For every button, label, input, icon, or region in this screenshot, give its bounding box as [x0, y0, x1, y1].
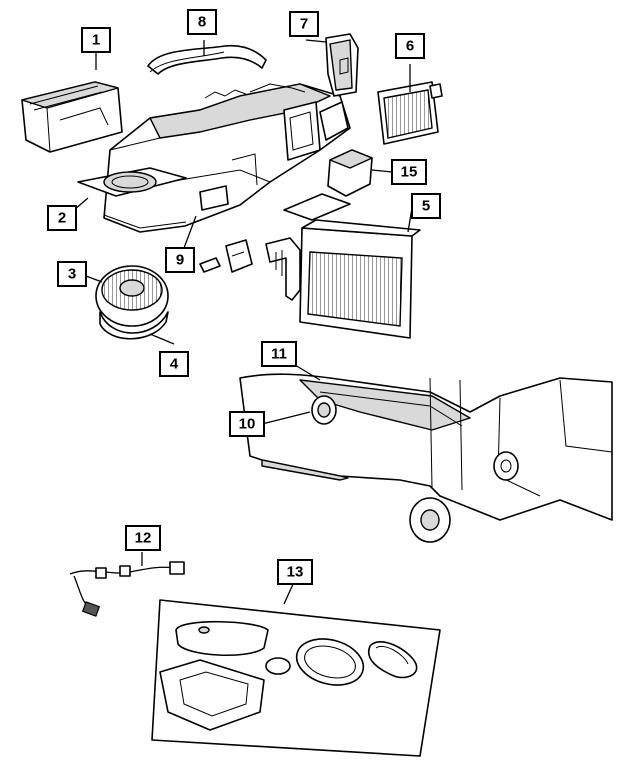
callout-4: 4 — [159, 351, 189, 377]
svg-text:15: 15 — [401, 164, 418, 181]
svg-text:2: 2 — [58, 210, 66, 227]
svg-text:5: 5 — [422, 198, 430, 215]
part-3-blower-motor — [95, 265, 169, 340]
svg-text:8: 8 — [198, 14, 206, 31]
leader-lines — [73, 39, 413, 605]
callout-1: 1 — [81, 27, 111, 53]
svg-text:6: 6 — [406, 38, 414, 55]
part-6-heater-core — [377, 81, 443, 145]
part-5-evaporator — [265, 219, 421, 339]
svg-text:9: 9 — [176, 252, 184, 269]
callout-13: 13 — [277, 559, 313, 585]
part-7-bracket — [325, 33, 359, 97]
part-15-seal-block — [283, 149, 373, 221]
callout-3: 3 — [57, 261, 87, 287]
callout-6: 6 — [395, 33, 425, 59]
svg-text:3: 3 — [68, 266, 76, 283]
part-12-wiring-harness — [69, 561, 185, 617]
svg-text:10: 10 — [239, 416, 256, 433]
callout-11: 11 — [261, 341, 297, 367]
part-8-seal-strip — [147, 44, 267, 75]
part-hvac-housing — [77, 83, 351, 233]
callout-9: 9 — [165, 247, 195, 273]
installed-assembly-detail — [239, 373, 613, 543]
callout-10: 10 — [229, 411, 265, 437]
callout-2: 2 — [47, 205, 77, 231]
callout-8: 8 — [187, 9, 217, 35]
svg-text:12: 12 — [135, 530, 152, 547]
callout-12: 12 — [125, 525, 161, 551]
part-9-actuator — [199, 239, 253, 273]
svg-text:7: 7 — [300, 16, 308, 33]
callout-7: 7 — [289, 11, 319, 37]
svg-text:13: 13 — [287, 564, 304, 581]
svg-text:1: 1 — [92, 32, 100, 49]
part-13-seal-kit — [151, 599, 441, 757]
part-1-air-inlet-housing — [21, 81, 123, 153]
callout-15: 15 — [391, 159, 427, 185]
svg-text:11: 11 — [271, 346, 287, 363]
svg-text:4: 4 — [170, 356, 179, 373]
callout-5: 5 — [411, 193, 441, 219]
